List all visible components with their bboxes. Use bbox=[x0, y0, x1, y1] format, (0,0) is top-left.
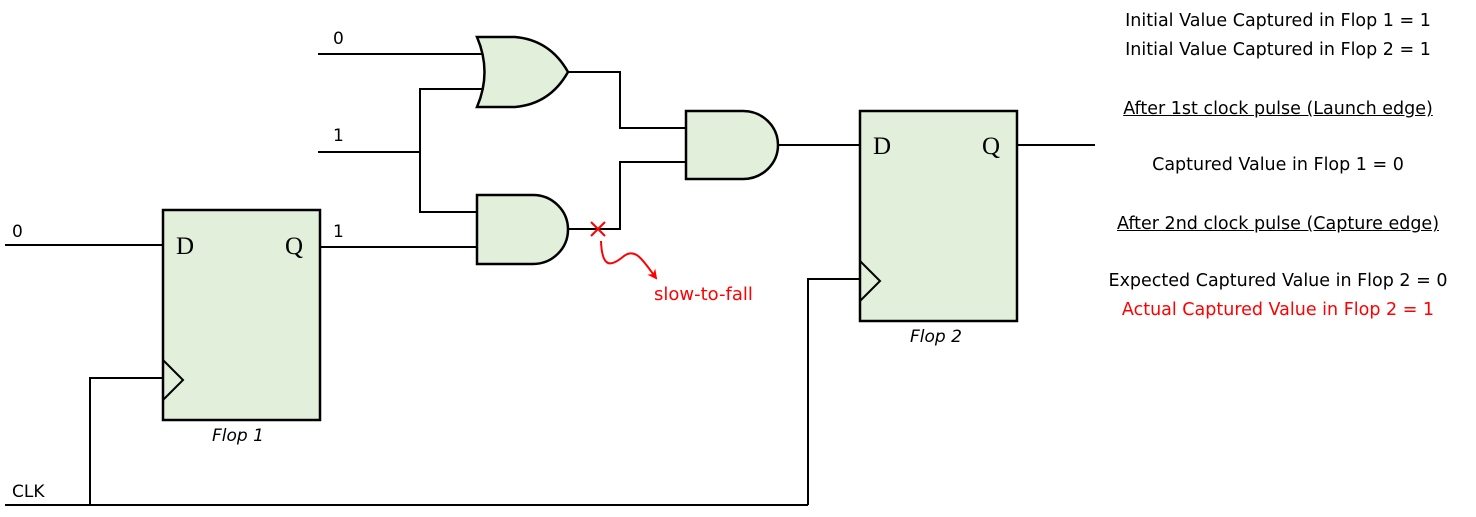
note-actual-flop2: Actual Captured Value in Flop 2 = 1 bbox=[1121, 300, 1435, 320]
flop1-q-output-value: 1 bbox=[333, 222, 344, 242]
clock-to-flop2-wire bbox=[807, 278, 860, 505]
note-launch-heading: After 1st clock pulse (Launch edge) bbox=[1123, 99, 1433, 119]
note-initial-flop2: Initial Value Captured in Flop 2 = 1 bbox=[1125, 40, 1431, 60]
flop1-block bbox=[161, 208, 322, 422]
note-expected-flop2: Expected Captured Value in Flop 2 = 0 bbox=[1108, 271, 1448, 291]
flop1-caption: Flop 1 bbox=[212, 426, 264, 446]
flop1-clock-triangle bbox=[162, 359, 185, 401]
flop2-clock-triangle bbox=[859, 260, 882, 302]
clock-to-flop1-wire bbox=[89, 377, 163, 505]
flop2-d-pin: D bbox=[873, 133, 891, 160]
fault-label: slow-to-fall bbox=[654, 284, 753, 305]
and-lower-output-wire bbox=[568, 161, 686, 230]
note-capture-heading: After 2nd clock pulse (Capture edge) bbox=[1116, 214, 1440, 234]
or-top-input-value: 0 bbox=[333, 29, 344, 49]
flop2-q-pin: Q bbox=[982, 133, 1000, 160]
shared-input-fanout-wire bbox=[419, 88, 484, 213]
flop1-d-input-value: 0 bbox=[12, 222, 23, 242]
flop1-d-pin: D bbox=[176, 233, 194, 260]
note-initial-flop1: Initial Value Captured in Flop 1 = 1 bbox=[1125, 11, 1431, 31]
shared-input-value: 1 bbox=[333, 126, 344, 146]
flop1-q-pin: Q bbox=[285, 233, 303, 260]
or-gate bbox=[475, 35, 570, 109]
fault-x-marker bbox=[590, 221, 606, 237]
flop2-block bbox=[858, 109, 1019, 323]
note-launch-flop1: Captured Value in Flop 1 = 0 bbox=[1152, 155, 1404, 175]
flop2-caption: Flop 2 bbox=[910, 327, 962, 347]
clock-label: CLK bbox=[12, 482, 45, 502]
fault-arrow bbox=[600, 240, 658, 280]
or-output-wire bbox=[568, 71, 686, 129]
and-gate-lower bbox=[475, 193, 570, 266]
and-gate-output bbox=[684, 109, 780, 181]
